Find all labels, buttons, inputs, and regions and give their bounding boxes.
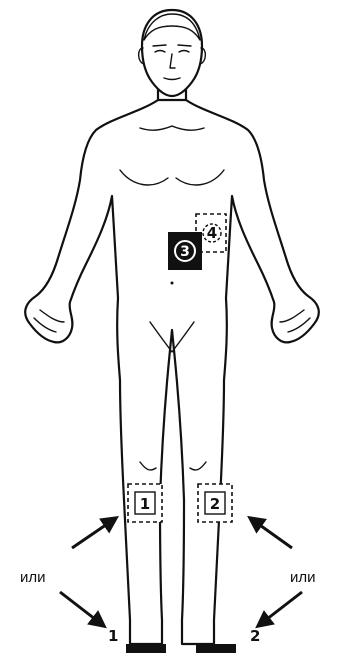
- pad-3-marker: 3: [168, 232, 202, 270]
- foot-2-number: 2: [250, 627, 260, 645]
- pad-1-number: 1: [140, 495, 150, 513]
- left-eyebrow: [153, 45, 166, 46]
- right-shoe: [196, 644, 236, 653]
- human-body-figure: [25, 10, 319, 653]
- foot-1-number: 1: [108, 627, 118, 645]
- body-outline: [25, 100, 319, 644]
- pad-4-number: 4: [207, 224, 217, 242]
- or-label-left: или: [20, 569, 46, 586]
- pad-1-marker: 1: [128, 484, 162, 522]
- arrow-left-down: [60, 592, 104, 626]
- pad-2-marker: 2: [198, 484, 232, 522]
- or-label-right: или: [290, 569, 316, 586]
- navel: [171, 282, 174, 285]
- arrow-left-up: [72, 518, 116, 548]
- arrow-right-up: [250, 518, 292, 548]
- arrow-right-down: [258, 592, 302, 626]
- left-shoe: [126, 644, 166, 653]
- pad-2-number: 2: [210, 495, 220, 513]
- right-eyebrow: [178, 45, 191, 46]
- pad-3-number: 3: [180, 244, 190, 260]
